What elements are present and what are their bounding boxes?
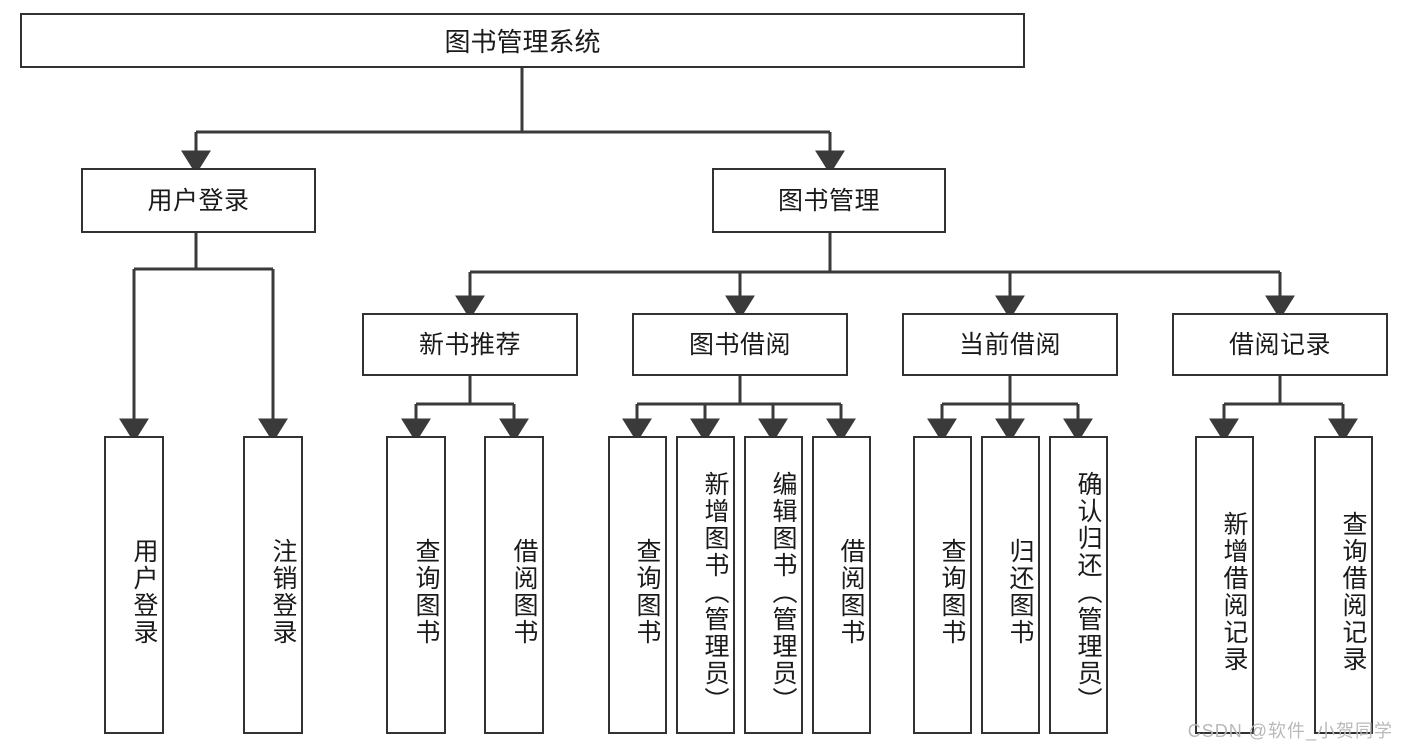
node-label: 借阅图书 [510,538,538,646]
node-label: 确认归还（管理员） [1074,470,1102,714]
node-label: 图书借阅 [688,330,791,359]
node-leaf-borrow-book[interactable]: 借阅图书 [812,436,871,734]
node-leaf-return-book[interactable]: 归还图书 [981,436,1040,734]
node-current-borrow[interactable]: 当前借阅 [902,313,1118,376]
node-label: 用户登录 [147,186,250,215]
node-leaf-query-borrow-record[interactable]: 查询借阅记录 [1314,436,1373,734]
node-label: 查询图书 [633,538,661,646]
node-leaf-user-login[interactable]: 用户登录 [104,436,164,734]
node-leaf-query-book-current[interactable]: 查询图书 [913,436,972,734]
node-label: 借阅记录 [1228,330,1331,359]
node-book-borrow[interactable]: 图书借阅 [632,313,848,376]
node-label: 当前借阅 [958,330,1061,359]
node-leaf-add-borrow-record[interactable]: 新增借阅记录 [1195,436,1254,734]
node-label: 新增图书（管理员） [701,470,729,714]
node-label: 查询图书 [938,538,966,646]
node-label: 新增借阅记录 [1220,511,1248,673]
node-leaf-query-book-recommend[interactable]: 查询图书 [386,436,446,734]
node-label: 借阅图书 [837,538,865,646]
node-label: 查询图书 [412,538,440,646]
node-label: 图书管理 [777,186,880,215]
node-label: 查询借阅记录 [1339,511,1367,673]
node-label: 用户登录 [130,538,158,646]
watermark: CSDN @软件_小贺同学 [1187,721,1393,741]
node-label: 编辑图书（管理员） [769,470,797,714]
node-borrow-record[interactable]: 借阅记录 [1172,313,1388,376]
node-book-management[interactable]: 图书管理 [712,168,946,233]
node-label: 新书推荐 [418,330,521,359]
node-leaf-add-book[interactable]: 新增图书（管理员） [676,436,735,734]
node-label: 图书管理系统 [444,27,601,57]
node-new-book-recommend[interactable]: 新书推荐 [362,313,578,376]
node-book-management-system[interactable]: 图书管理系统 [20,13,1025,68]
node-label: 注销登录 [269,538,297,646]
node-leaf-logout[interactable]: 注销登录 [243,436,303,734]
node-leaf-edit-book[interactable]: 编辑图书（管理员） [744,436,803,734]
node-user-login[interactable]: 用户登录 [81,168,316,233]
node-label: 归还图书 [1006,538,1034,646]
node-leaf-confirm-return[interactable]: 确认归还（管理员） [1049,436,1108,734]
node-leaf-query-book-borrow[interactable]: 查询图书 [608,436,667,734]
node-leaf-borrow-book-recommend[interactable]: 借阅图书 [484,436,544,734]
